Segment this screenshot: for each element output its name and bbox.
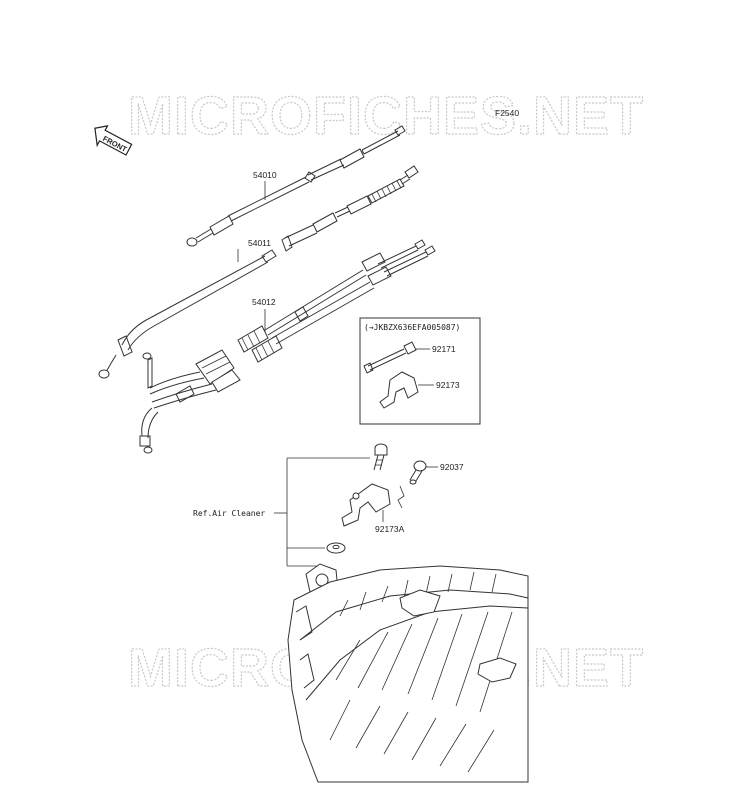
label-92173A: 92173A xyxy=(375,524,405,534)
watermark-top: MICROFICHES.NET xyxy=(128,86,644,146)
label-92037: 92037 xyxy=(440,462,464,472)
washer[interactable] xyxy=(326,542,346,554)
inset-condition: (→JKBZX636EFA005087) xyxy=(364,323,460,332)
label-54011: 54011 xyxy=(248,238,271,248)
bracket-92173[interactable] xyxy=(379,371,419,409)
label-54010: 54010 xyxy=(253,170,277,180)
bolt-upper[interactable] xyxy=(373,443,388,471)
label-92173: 92173 xyxy=(436,380,460,390)
clamp-92037[interactable] xyxy=(409,460,427,485)
diagram-code: F2540 xyxy=(495,108,519,118)
cable-54010[interactable] xyxy=(186,125,406,247)
bolt-92171[interactable] xyxy=(363,341,417,374)
label-92171: 92171 xyxy=(432,344,456,354)
air-cleaner-housing xyxy=(287,563,529,783)
label-54012: 54012 xyxy=(252,297,276,307)
bracket-92173A[interactable] xyxy=(341,483,391,527)
inset-box: (→JKBZX636EFA005087) 92171 92173 xyxy=(359,317,481,425)
cable-54011[interactable] xyxy=(98,165,419,379)
cable-54012[interactable] xyxy=(139,239,436,454)
ref-air-cleaner: Ref.Air Cleaner xyxy=(193,509,265,518)
